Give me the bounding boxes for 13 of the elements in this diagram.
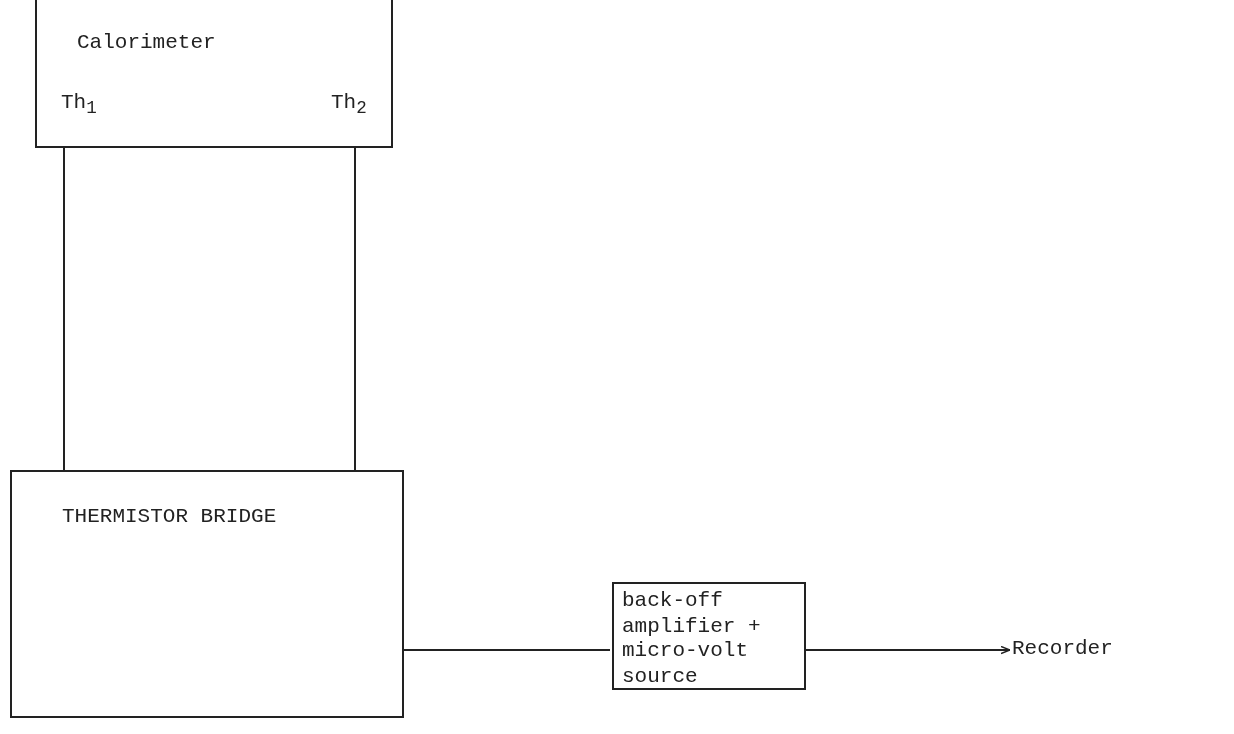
connector-line xyxy=(403,649,611,651)
thermistor-label: Th$_{1}$ xyxy=(61,90,97,121)
node-label: THERMISTOR BRIDGE xyxy=(62,504,277,530)
node-label: Recorder xyxy=(1012,636,1113,662)
arrow xyxy=(805,645,1011,655)
amplifier-box xyxy=(612,582,806,690)
thermistor-label: Th$_{2}$ xyxy=(331,90,367,121)
bridge-box xyxy=(10,470,404,718)
node-label: Calorimeter xyxy=(77,30,216,56)
connector-line xyxy=(354,147,356,471)
calorimeter-box xyxy=(35,0,393,148)
node-label: micro-volt source xyxy=(622,638,750,691)
connector-line xyxy=(63,147,65,471)
